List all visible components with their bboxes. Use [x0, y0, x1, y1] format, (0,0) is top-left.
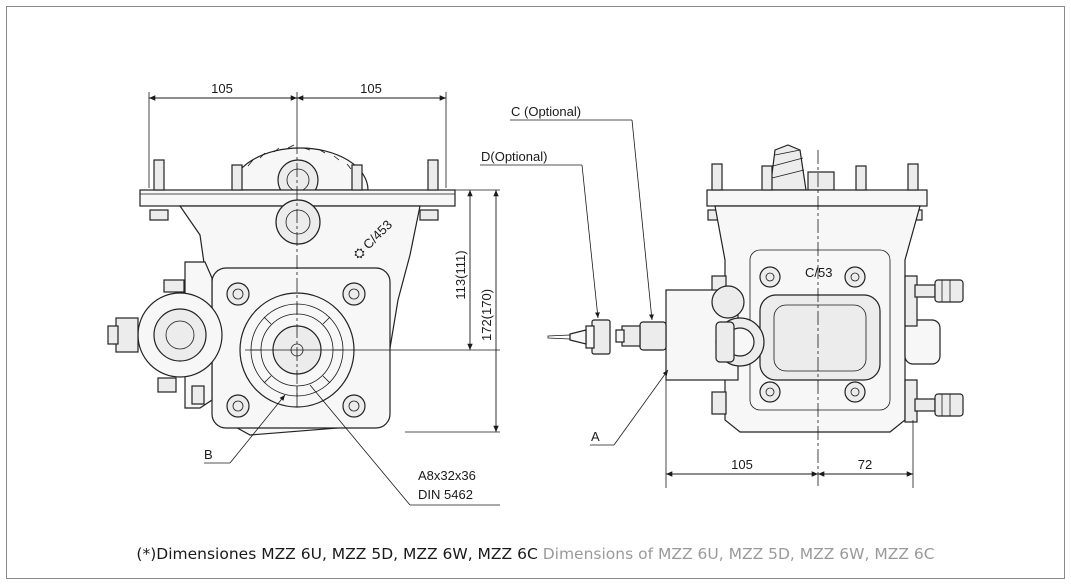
front-height-dimensions: 113(111) 172(170) — [453, 190, 499, 432]
side-top-flange — [706, 189, 928, 207]
front-flange-corner-bolts — [226, 282, 366, 418]
dim-side-width-left: 105 — [731, 457, 753, 472]
front-top-dimension: 105 105 — [148, 81, 447, 188]
callout-b-label: B — [204, 447, 213, 462]
dim-front-width-left: 105 — [211, 81, 233, 96]
side-housing-bolts — [759, 266, 866, 403]
dim-front-width-right: 105 — [360, 81, 382, 96]
side-housing-mark: C/53 — [805, 265, 832, 280]
callout-a: A — [590, 369, 669, 446]
callout-spline-line2: DIN 5462 — [418, 487, 473, 502]
dim-height-outer: 172(170) — [479, 289, 494, 341]
callout-d-label: D(Optional) — [481, 149, 547, 164]
callout-a-label: A — [591, 429, 600, 444]
caption-english: Dimensions of MZZ 6U, MZZ 5D, MZZ 6W, MZ… — [542, 545, 935, 563]
callout-c: C (Optional) — [510, 104, 654, 321]
technical-drawing: ⛭ C/453 — [107, 81, 964, 506]
side-view: C/53 — [547, 144, 964, 488]
side-right-fittings — [711, 275, 964, 417]
side-gear-shaft — [769, 144, 807, 191]
side-bottom-dimension: 105 72 — [666, 457, 913, 477]
callout-spline: A8x32x36 DIN 5462 — [309, 384, 500, 506]
callout-spline-line1: A8x32x36 — [418, 468, 476, 483]
caption-spanish: (*)Dimensiones MZZ 6U, MZZ 5D, MZZ 6W, M… — [136, 545, 538, 563]
callout-b: B — [204, 394, 286, 464]
fitting-d — [547, 319, 611, 355]
fitting-c — [615, 321, 667, 351]
callout-c-label: C (Optional) — [511, 104, 581, 119]
callout-d: D(Optional) — [480, 149, 600, 319]
figure-caption: (*)Dimensiones MZZ 6U, MZZ 5D, MZZ 6W, M… — [0, 545, 1071, 563]
dim-side-width-right: 72 — [858, 457, 872, 472]
dim-height-inner: 113(111) — [453, 250, 468, 299]
front-view: ⛭ C/453 — [107, 140, 500, 436]
